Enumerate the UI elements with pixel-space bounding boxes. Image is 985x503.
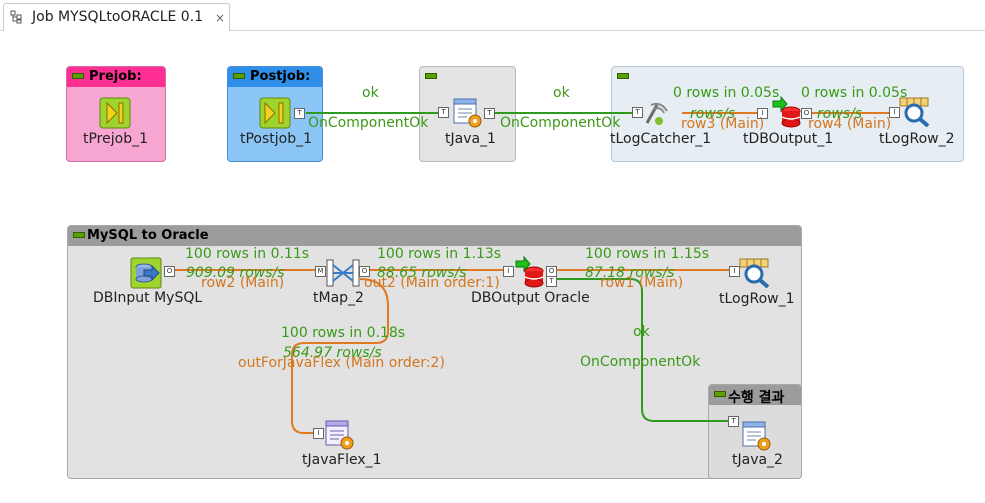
component-label: tLogRow_2 xyxy=(879,131,955,147)
component-label: tPrejob_1 xyxy=(83,131,148,147)
link-layer xyxy=(172,112,890,434)
java-icon[interactable] xyxy=(740,420,772,452)
input-port[interactable]: T xyxy=(438,107,449,118)
link-name: row2 (Main) xyxy=(201,275,285,291)
subjob-collapse-handle[interactable] xyxy=(73,232,85,238)
subjob-collapse-handle[interactable] xyxy=(72,73,84,79)
trigger-link-oracle-java2 xyxy=(554,278,728,422)
link-speed: 87.18 rows/s xyxy=(585,265,675,281)
link-speed: rows/s xyxy=(817,106,863,122)
link-stats: 100 rows in 1.15s xyxy=(585,246,710,262)
output-port[interactable]: T xyxy=(484,108,495,119)
db-output-icon[interactable] xyxy=(771,95,803,129)
tab-title: Job MYSQLtoORACLE 0.1 xyxy=(32,9,204,25)
link-speed: rows/s xyxy=(690,106,736,122)
input-port[interactable]: M xyxy=(315,266,326,277)
subjob-mysql-to-oracle[interactable]: MySQL to Oracle xyxy=(67,225,802,479)
component-label: tJava_1 xyxy=(445,131,496,147)
link-stats: 0 rows in 0.05s xyxy=(673,85,780,101)
subjob-title: 수행 결과 xyxy=(728,390,785,406)
log-row-icon[interactable] xyxy=(739,256,771,288)
component-label: tLogCatcher_1 xyxy=(610,131,712,147)
input-port[interactable]: I xyxy=(729,266,740,277)
output-port[interactable]: O xyxy=(359,266,370,277)
component-label: tJavaFlex_1 xyxy=(302,452,382,468)
link-stats: 100 rows in 1.13s xyxy=(377,246,502,262)
trigger-label: ok xyxy=(362,85,379,101)
job-tab[interactable]: Job MYSQLtoORACLE 0.1 × xyxy=(3,3,230,31)
link-speed: 88.65 rows/s xyxy=(377,265,467,281)
component-label: tDBOutput_1 xyxy=(743,131,834,147)
subjob-title: MySQL to Oracle xyxy=(87,228,209,243)
input-port[interactable]: I xyxy=(313,428,324,439)
input-port[interactable]: T xyxy=(632,107,643,118)
prejob-icon[interactable] xyxy=(99,97,131,129)
subjob-collapse-handle[interactable] xyxy=(425,73,437,79)
link-name: OnComponentOk xyxy=(580,354,701,370)
main-link-map-flex xyxy=(291,278,389,434)
component-label: DBOutput Oracle xyxy=(471,290,590,306)
link-name: outForJavaFlex (Main order:2) xyxy=(238,355,445,371)
component-label: tMap_2 xyxy=(313,290,364,306)
close-icon[interactable]: × xyxy=(215,11,226,25)
subjob-collapse-handle[interactable] xyxy=(617,73,629,79)
link-name: row3 (Main) xyxy=(681,116,765,132)
subjob-collapse-handle[interactable] xyxy=(714,391,726,397)
component-label: tJava_2 xyxy=(732,452,783,468)
job-canvas[interactable]: Prejob: Postjob: MySQL to Oracle 수행 결과 xyxy=(0,31,985,503)
trigger-port[interactable]: T xyxy=(546,276,557,287)
trigger-label: ok xyxy=(553,85,570,101)
link-stats: 0 rows in 0.05s xyxy=(801,85,908,101)
log-catcher-icon[interactable] xyxy=(641,97,673,129)
db-input-icon[interactable] xyxy=(130,257,162,289)
editor-tabbar: Job MYSQLtoORACLE 0.1 × xyxy=(0,0,985,31)
link-name: out2 (Main order:1) xyxy=(364,275,500,291)
input-port[interactable]: I xyxy=(889,107,900,118)
map-icon[interactable] xyxy=(326,257,360,289)
link-stats: 100 rows in 0.18s xyxy=(281,325,406,341)
output-port[interactable]: T xyxy=(294,108,305,119)
link-name: OnComponentOk xyxy=(308,115,429,131)
db-output-icon[interactable] xyxy=(514,255,546,289)
input-port[interactable]: I xyxy=(757,108,768,119)
link-name: row1 (Main) xyxy=(600,275,684,291)
link-speed: 909.09 rows/s xyxy=(186,265,285,281)
subjob-prejob[interactable]: Prejob: xyxy=(66,66,166,162)
input-port[interactable]: I xyxy=(503,266,514,277)
java-flex-icon[interactable] xyxy=(323,419,355,451)
component-label: DBInput MySQL xyxy=(93,290,203,306)
subjob-collapse-handle[interactable] xyxy=(233,73,245,79)
subjob-title: Postjob: xyxy=(250,69,311,84)
output-port[interactable]: O xyxy=(164,266,175,277)
component-label: tPostjob_1 xyxy=(240,131,313,147)
subjob-result[interactable]: 수행 결과 xyxy=(708,384,802,479)
link-speed: 564.97 rows/s xyxy=(283,345,382,361)
output-port[interactable]: O xyxy=(801,108,812,119)
postjob-icon[interactable] xyxy=(259,97,291,129)
link-name: row4 (Main) xyxy=(808,116,892,132)
trigger-label: ok xyxy=(633,324,650,340)
component-label: tLogRow_1 xyxy=(719,291,795,307)
java-icon[interactable] xyxy=(451,97,483,129)
subjob-title: Prejob: xyxy=(89,69,142,84)
log-row-icon[interactable] xyxy=(899,95,931,127)
link-name: OnComponentOk xyxy=(500,115,621,131)
job-icon xyxy=(10,10,22,24)
input-port[interactable]: T xyxy=(728,416,739,427)
link-stats: 100 rows in 0.11s xyxy=(185,246,310,262)
